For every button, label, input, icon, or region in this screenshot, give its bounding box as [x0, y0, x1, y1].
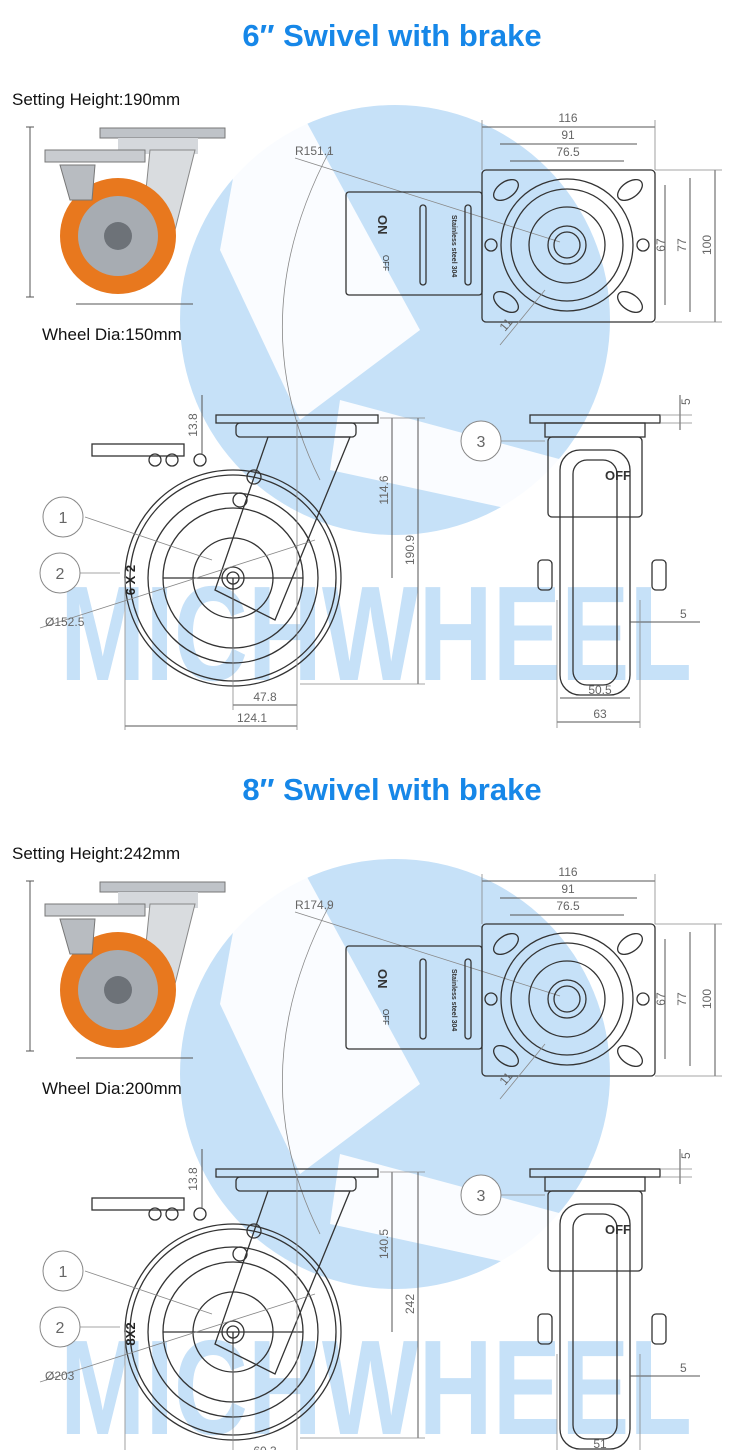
front-view-drawing: [500, 1168, 667, 1450]
radius-dimension: R151.1: [295, 144, 334, 158]
dim-offset: 47.8: [253, 690, 277, 704]
dim-67: 67: [654, 238, 668, 252]
callout-1: 1: [42, 496, 84, 538]
plate-material-text: Stainless steel 304: [450, 969, 457, 1031]
top-dimension-lines: [481, 874, 722, 1077]
setting-height-label: Setting Height:190mm: [12, 90, 180, 109]
dim-wheel-diameter: Ø203: [45, 1369, 75, 1383]
svg-text:3: 3: [477, 434, 486, 451]
off-label: OFF: [381, 255, 390, 271]
dim-91: 91: [561, 882, 575, 896]
svg-text:3: 3: [477, 1188, 486, 1205]
dim-76-5: 76.5: [556, 899, 580, 913]
top-view-drawing: [281, 149, 656, 481]
plate-material-text: Stainless steel 304: [450, 215, 457, 277]
top-dimension-lines: [481, 120, 722, 323]
dim-13-8: 13.8: [186, 413, 200, 437]
dim-wheel-width: 50.5: [588, 683, 612, 697]
section-title: 6″ Swivel with brake: [242, 18, 541, 53]
callout-2: 2: [39, 552, 81, 594]
dim-plate-thickness: 5: [679, 398, 693, 405]
dim-77: 77: [675, 238, 689, 252]
dim-77: 77: [675, 992, 689, 1006]
callout-3: 3: [460, 1174, 502, 1216]
dim-wheel-diameter: Ø152.5: [45, 615, 85, 629]
watermark-logo: MICHWHEEL: [60, 859, 692, 1450]
wheel-size-mark: 8X2: [123, 1322, 138, 1345]
dim-side-gap: 5: [680, 1361, 687, 1375]
dim-total-height: 242: [403, 1294, 417, 1314]
on-label: ON: [375, 969, 390, 989]
callout-2: 2: [39, 1306, 81, 1348]
dim-side-gap: 5: [680, 607, 687, 621]
section-title: 8″ Swivel with brake: [242, 772, 541, 807]
dim-100: 100: [700, 235, 714, 255]
height-dimension-line: [26, 126, 34, 298]
wheel-dia-label: Wheel Dia:150mm: [42, 325, 182, 344]
front-view-drawing: [500, 414, 667, 696]
dim-76-5: 76.5: [556, 145, 580, 159]
svg-text:2: 2: [56, 1320, 65, 1337]
on-label: ON: [375, 215, 390, 235]
dim-total-height: 190.9: [403, 535, 417, 565]
side-dimension-lines: [124, 395, 425, 730]
watermark-logo: MICHWHEEL: [60, 105, 692, 709]
dim-100: 100: [700, 989, 714, 1009]
wheel-dia-label: Wheel Dia:200mm: [42, 1079, 182, 1098]
dim-total-width: 63: [593, 707, 607, 721]
caster-spec-drawing: MICHWHEEL 6″ Swivel with brake Setting H…: [12, 18, 722, 730]
radius-dimension: R174.9: [295, 898, 334, 912]
side-dimension-lines: [124, 1149, 425, 1450]
off-label: OFF: [381, 1009, 390, 1025]
svg-text:2: 2: [56, 566, 65, 583]
dim-wheel-width: 51: [593, 1437, 607, 1450]
svg-text:MICHWHEEL: MICHWHEEL: [60, 1312, 692, 1450]
caster-product-photo: [44, 127, 226, 294]
dim-mid-height: 140.5: [377, 1229, 391, 1259]
front-dimension-lines: [556, 1149, 700, 1450]
section-6-inch: MICHWHEEL 6″ Swivel with brake Setting H…: [12, 18, 722, 730]
dim-67: 67: [654, 992, 668, 1006]
dim-offset: 60.3: [253, 1444, 277, 1450]
dim-length: 124.1: [237, 711, 267, 725]
callout-1: 1: [42, 1250, 84, 1292]
top-view-drawing: [281, 903, 656, 1235]
callout-3: 3: [460, 420, 502, 462]
wheel-size-mark: 6 X 2: [123, 565, 138, 595]
svg-text:1: 1: [59, 510, 68, 527]
dim-plate-thickness: 5: [679, 1152, 693, 1159]
dim-116: 116: [558, 111, 577, 125]
caster-product-photo: [44, 881, 226, 1048]
setting-height-label: Setting Height:242mm: [12, 844, 180, 863]
caster-spec-drawing: MICHWHEEL 8″ Swivel with brake Setting H…: [12, 772, 722, 1450]
front-off-label: OFF: [605, 1222, 631, 1237]
dim-13-8: 13.8: [186, 1167, 200, 1191]
section-8-inch: MICHWHEEL 8″ Swivel with brake Setting H…: [0, 754, 750, 1450]
front-off-label: OFF: [605, 468, 631, 483]
svg-text:1: 1: [59, 1264, 68, 1281]
dim-mid-height: 114.6: [377, 475, 391, 504]
dim-116: 116: [558, 865, 577, 879]
dim-91: 91: [561, 128, 575, 142]
front-dimension-lines: [556, 395, 700, 728]
height-dimension-line: [26, 880, 34, 1052]
